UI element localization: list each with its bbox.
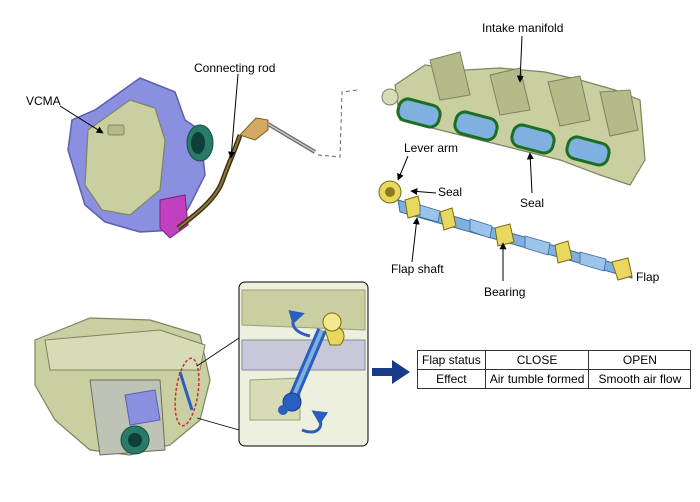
- rotation-arrow-lower: [301, 410, 329, 434]
- flap-status-table: Flap status CLOSE OPEN Effect Air tumble…: [417, 350, 692, 389]
- dashed-connector: [317, 89, 359, 158]
- label-vcma: VCMA: [26, 94, 61, 108]
- label-intake-manifold: Intake manifold: [482, 21, 564, 35]
- intake-manifold-part: [381, 51, 646, 186]
- label-seal-right: Seal: [520, 196, 545, 210]
- label-bearing: Bearing: [484, 285, 526, 299]
- table-cell: OPEN: [588, 350, 692, 370]
- label-seal-left: Seal: [438, 185, 463, 199]
- table-row: Effect Air tumble formed Smooth air flow: [417, 369, 692, 389]
- engine-assembly: [34, 317, 240, 456]
- table-cell: CLOSE: [484, 350, 590, 370]
- label-flap-shaft: Flap shaft: [391, 262, 444, 276]
- leader-seal-right: [526, 152, 534, 194]
- highlight-ellipse: [174, 357, 200, 427]
- leader-flap-shaft: [411, 217, 420, 263]
- table-cell: Air tumble formed: [484, 369, 590, 389]
- label-connecting-rod: Connecting rod: [194, 61, 276, 75]
- vcma-actuator: [67, 77, 214, 239]
- leader-vcma: [59, 105, 104, 134]
- table-cell: Smooth air flow: [588, 369, 692, 389]
- zoom-inset: [238, 281, 369, 447]
- label-lever-arm: Lever arm: [404, 141, 459, 155]
- table-cell: Flap status: [417, 350, 486, 370]
- connecting-rod: [176, 117, 317, 230]
- leader-lever-arm: [397, 155, 409, 181]
- leader-seal-left: [410, 188, 437, 195]
- table-cell: Effect: [417, 369, 486, 389]
- rotation-arrow-upper: [288, 310, 311, 338]
- table-header-row: Flap status CLOSE OPEN: [417, 350, 692, 370]
- leader-intake-manifold: [516, 35, 524, 83]
- flow-arrow: [372, 360, 410, 384]
- flap-shaft-part: [378, 180, 633, 281]
- label-flap: Flap: [636, 270, 660, 284]
- leader-connecting-rod: [228, 73, 239, 159]
